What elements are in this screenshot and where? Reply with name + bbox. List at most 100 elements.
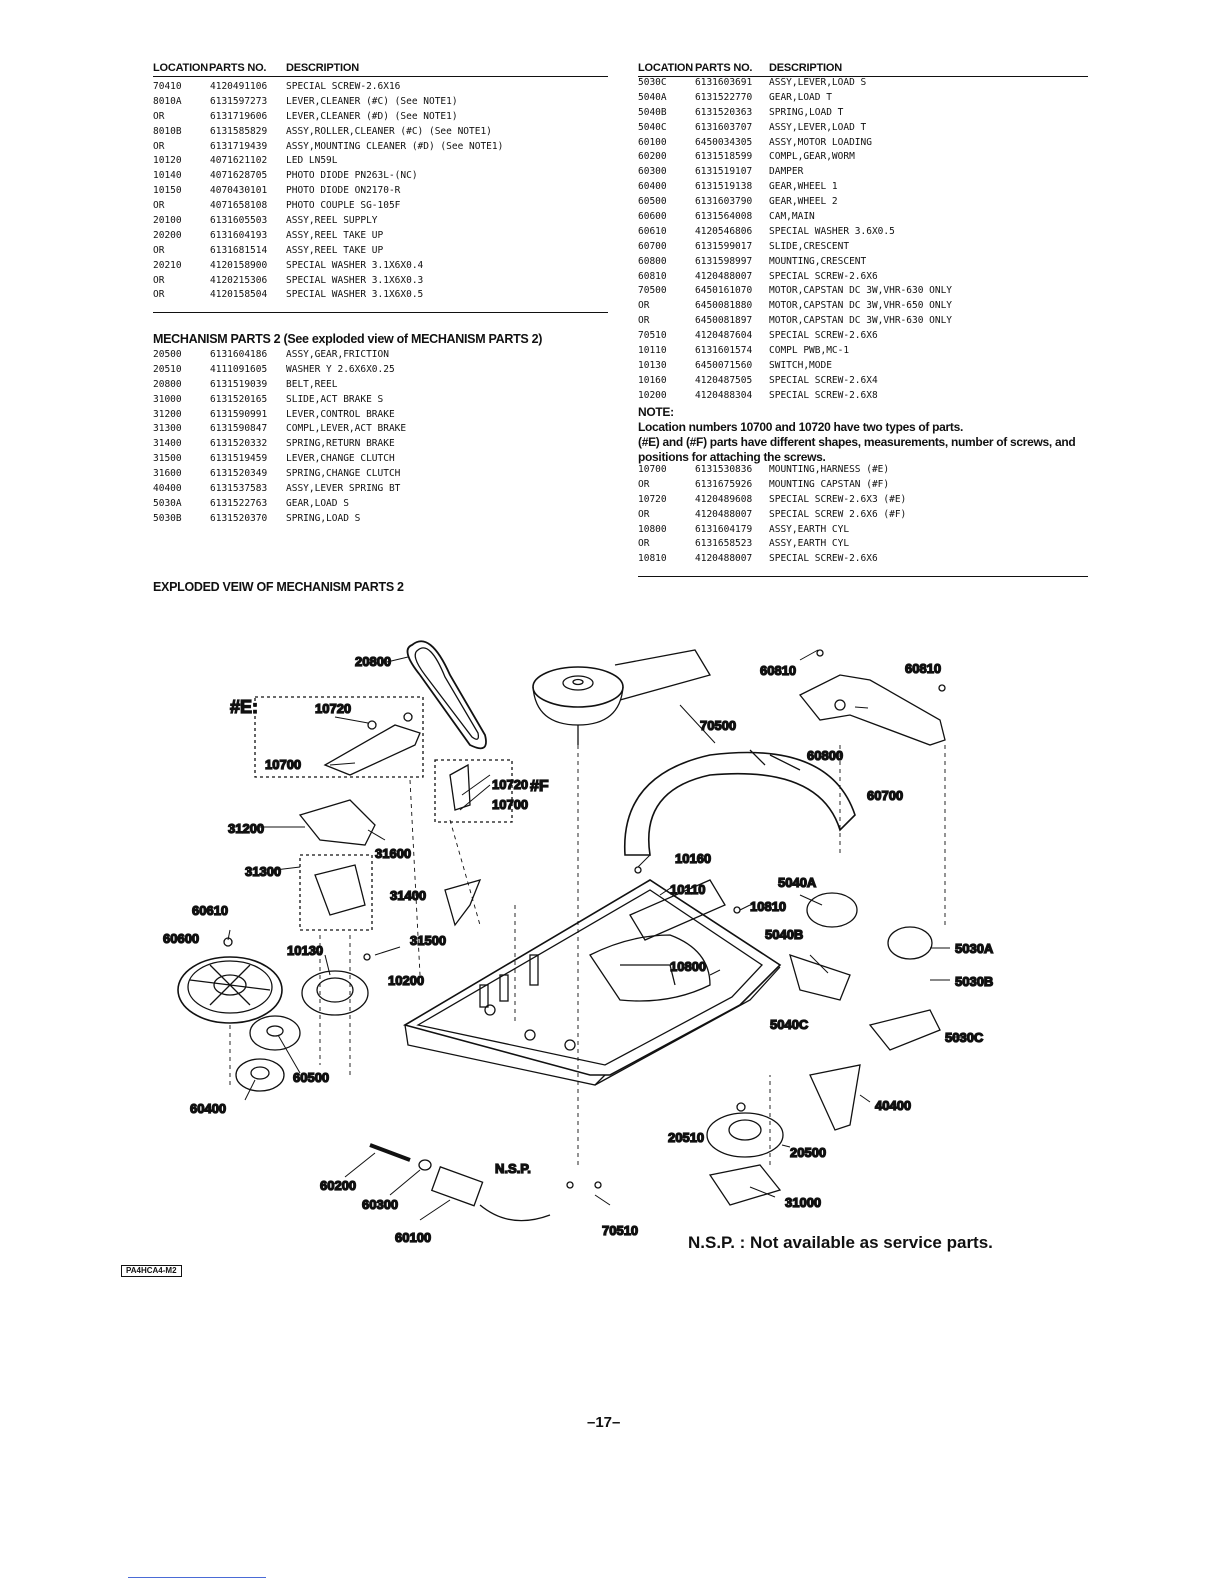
table-row: 5040C 6131603707 ASSY,LEVER,LOAD T (638, 121, 1088, 136)
worm-gear-60200 (369, 1143, 411, 1162)
part-number-cell: 4071628705 (210, 170, 268, 182)
label-60800: 60800 (807, 748, 843, 763)
location-cell: 20500 (153, 349, 182, 360)
table-end-rule-right (638, 576, 1088, 577)
part-number-cell: 6131518599 (695, 151, 753, 163)
location-cell: 60700 (638, 240, 667, 252)
part-number-cell: 6131603707 (695, 121, 753, 133)
part-number-cell: 4071658108 (210, 200, 268, 212)
description-cell: LEVER,CHANGE CLUTCH (286, 453, 395, 465)
location-cell: 31400 (153, 438, 182, 450)
label-10810: 10810 (750, 899, 786, 914)
part-number-cell: 6131719606 (210, 110, 268, 122)
location-cell: 31600 (153, 468, 182, 480)
part-number-cell: 4120487604 (695, 330, 753, 342)
location-cell: 10110 (638, 345, 667, 357)
location-cell: OR (153, 289, 165, 301)
part-number-cell: 6131519459 (210, 453, 268, 465)
label-60700: 60700 (867, 788, 903, 803)
header-location-left: LOCATION (153, 62, 209, 74)
belt-20800 (406, 640, 487, 750)
label-60810-b: 60810 (905, 661, 941, 676)
label-60600: 60600 (163, 931, 199, 946)
variant-f-box (434, 759, 513, 823)
description-cell: COMPL,LEVER,ACT BRAKE (286, 423, 407, 435)
part-number-cell: 6131601574 (695, 345, 753, 357)
label-10700-f: 10700 (492, 797, 528, 812)
label-10200: 10200 (388, 973, 424, 988)
exploded-view-diagram: 20800 #E: 10720 10700 10720 #F 10700 705… (162, 640, 995, 1246)
description-cell: MOUNTING CAPSTAN (#F) (769, 478, 890, 490)
location-cell: 10810 (638, 553, 667, 565)
description-cell: SPRING,RETURN BRAKE (286, 438, 395, 450)
description-cell: PHOTO DIODE ON2170-R (286, 185, 401, 197)
description-cell: PHOTO COUPLE SG-105F (286, 200, 401, 212)
label-31300: 31300 (245, 864, 281, 879)
description-cell: MOTOR,CAPSTAN DC 3W,VHR-650 ONLY (769, 300, 953, 312)
location-cell: 8010B (153, 125, 182, 137)
part-number-cell: 6131585829 (210, 125, 268, 137)
part-number-cell: 6131564008 (695, 211, 753, 223)
part-number-cell: 6131520363 (695, 106, 753, 118)
part-number-cell: 6131658523 (695, 538, 753, 550)
description-cell: SPECIAL WASHER 3.1X6X0.5 (286, 289, 424, 301)
description-cell: ASSY,LEVER,LOAD T (769, 121, 867, 133)
location-cell: 8010A (153, 95, 182, 107)
location-cell: 20510 (153, 363, 182, 375)
description-cell: LED LN59L (286, 155, 338, 167)
label-40400: 40400 (875, 1098, 911, 1113)
variant-e-box (254, 696, 424, 778)
location-cell: 10800 (638, 523, 667, 535)
location-cell: 5040C (638, 121, 667, 133)
location-cell: 70410 (153, 81, 182, 92)
description-cell: SPRING,CHANGE CLUTCH (286, 468, 401, 480)
part-number-cell: 6450081880 (695, 300, 753, 312)
location-cell: 20210 (153, 259, 182, 271)
part-number-cell: 6131604186 (210, 349, 268, 360)
part-number-cell: 6131597273 (210, 95, 268, 107)
location-cell: 31500 (153, 453, 182, 465)
gear-load-t-5040a (806, 892, 858, 928)
part-number-cell: 6131603691 (695, 77, 753, 88)
description-cell: SPECIAL SCREW-2.6X4 (769, 374, 878, 386)
label-nsp: N.S.P. (495, 1161, 531, 1176)
label-variant-e: #E: (230, 697, 258, 717)
label-10720-e: 10720 (315, 701, 351, 716)
location-cell: 10200 (638, 389, 667, 401)
act-brake-slide-31000 (708, 1164, 782, 1206)
part-number-cell: 6131681514 (210, 244, 268, 256)
location-cell: 31200 (153, 408, 182, 420)
description-cell: MOUNTING,CRESCENT (769, 255, 867, 267)
location-cell: 60500 (638, 196, 667, 208)
part-number-cell: 6131719439 (210, 140, 268, 152)
label-70500: 70500 (700, 718, 736, 733)
header-description-left: DESCRIPTION (286, 62, 359, 74)
crescent-slide-60700 (623, 749, 856, 856)
header-parts-no-right: PARTS NO. (695, 62, 753, 74)
label-20510: 20510 (668, 1130, 704, 1145)
part-number-cell: 6131604193 (210, 229, 268, 241)
label-10720-f: 10720 (492, 777, 528, 792)
location-cell: OR (638, 478, 650, 490)
label-60300: 60300 (362, 1197, 398, 1212)
guide-lines (229, 745, 946, 1165)
label-31200: 31200 (228, 821, 264, 836)
description-cell: LEVER,CLEANER (#C) (See NOTE1) (286, 95, 458, 107)
part-number-cell: 6131598997 (695, 255, 753, 267)
part-number-cell: 6131519039 (210, 378, 268, 390)
